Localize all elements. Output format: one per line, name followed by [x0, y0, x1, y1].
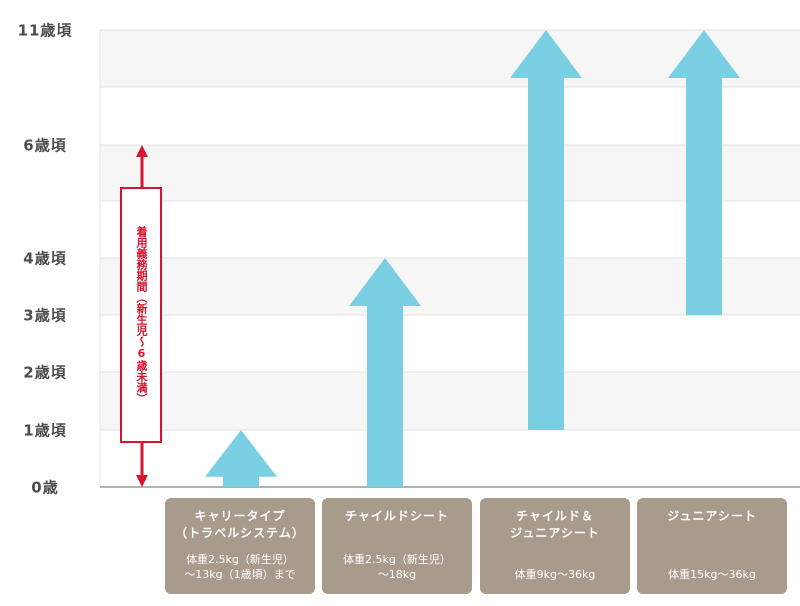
category-weight: 体重2.5kg（新生児） 〜13kg（1歳頃）まで — [184, 553, 296, 581]
obligation-arrow-bottom — [136, 475, 148, 487]
range-arrows — [205, 30, 740, 487]
category-name: ジュニアシート — [667, 509, 757, 523]
gridlines — [99, 29, 800, 488]
category-weight: 体重2.5kg（新生児） 〜18kg — [343, 553, 451, 581]
category-name: チャイルドシート — [345, 509, 449, 523]
band — [100, 315, 800, 372]
band — [100, 201, 800, 258]
obligation-label: 着用義務期間（新生児〜6歳未満） — [120, 187, 162, 443]
obligation-arrow-top — [136, 145, 148, 157]
category-weight: 体重15kg〜36kg — [668, 568, 756, 581]
band — [100, 430, 800, 487]
y-tick-label: 11歳頃 — [17, 21, 73, 40]
range-arrow — [668, 30, 740, 315]
category-label: チャイルド＆ ジュニアシート体重9kg〜36kg — [480, 498, 630, 594]
band — [100, 372, 800, 430]
range-arrow — [510, 30, 582, 430]
category-name: チャイルド＆ ジュニアシート — [510, 509, 600, 540]
category-label: ジュニアシート体重15kg〜36kg — [637, 498, 787, 594]
y-tick-label: 0歳 — [31, 478, 59, 497]
obligation-text: 着用義務期間（新生児〜6歳未満） — [135, 226, 148, 404]
range-arrow — [349, 258, 421, 487]
band — [100, 258, 800, 315]
category-label: キャリータイプ （トラベルシステム） 体重2.5kg（新生児） 〜13kg（1歳頃… — [165, 498, 315, 594]
y-tick-label: 4歳頃 — [23, 249, 67, 268]
band — [100, 145, 800, 201]
y-tick-label: 2歳頃 — [23, 363, 67, 382]
y-tick-label: 1歳頃 — [23, 421, 67, 440]
y-tick-label: 6歳頃 — [23, 136, 67, 155]
range-arrow — [205, 430, 277, 487]
category-label: チャイルドシート体重2.5kg（新生児） 〜18kg — [322, 498, 472, 594]
category-name: キャリータイプ （トラベルシステム） — [175, 509, 305, 540]
y-tick-label: 3歳頃 — [23, 306, 67, 325]
category-weight: 体重9kg〜36kg — [514, 568, 596, 581]
background-bands — [100, 30, 800, 487]
band — [100, 87, 800, 145]
